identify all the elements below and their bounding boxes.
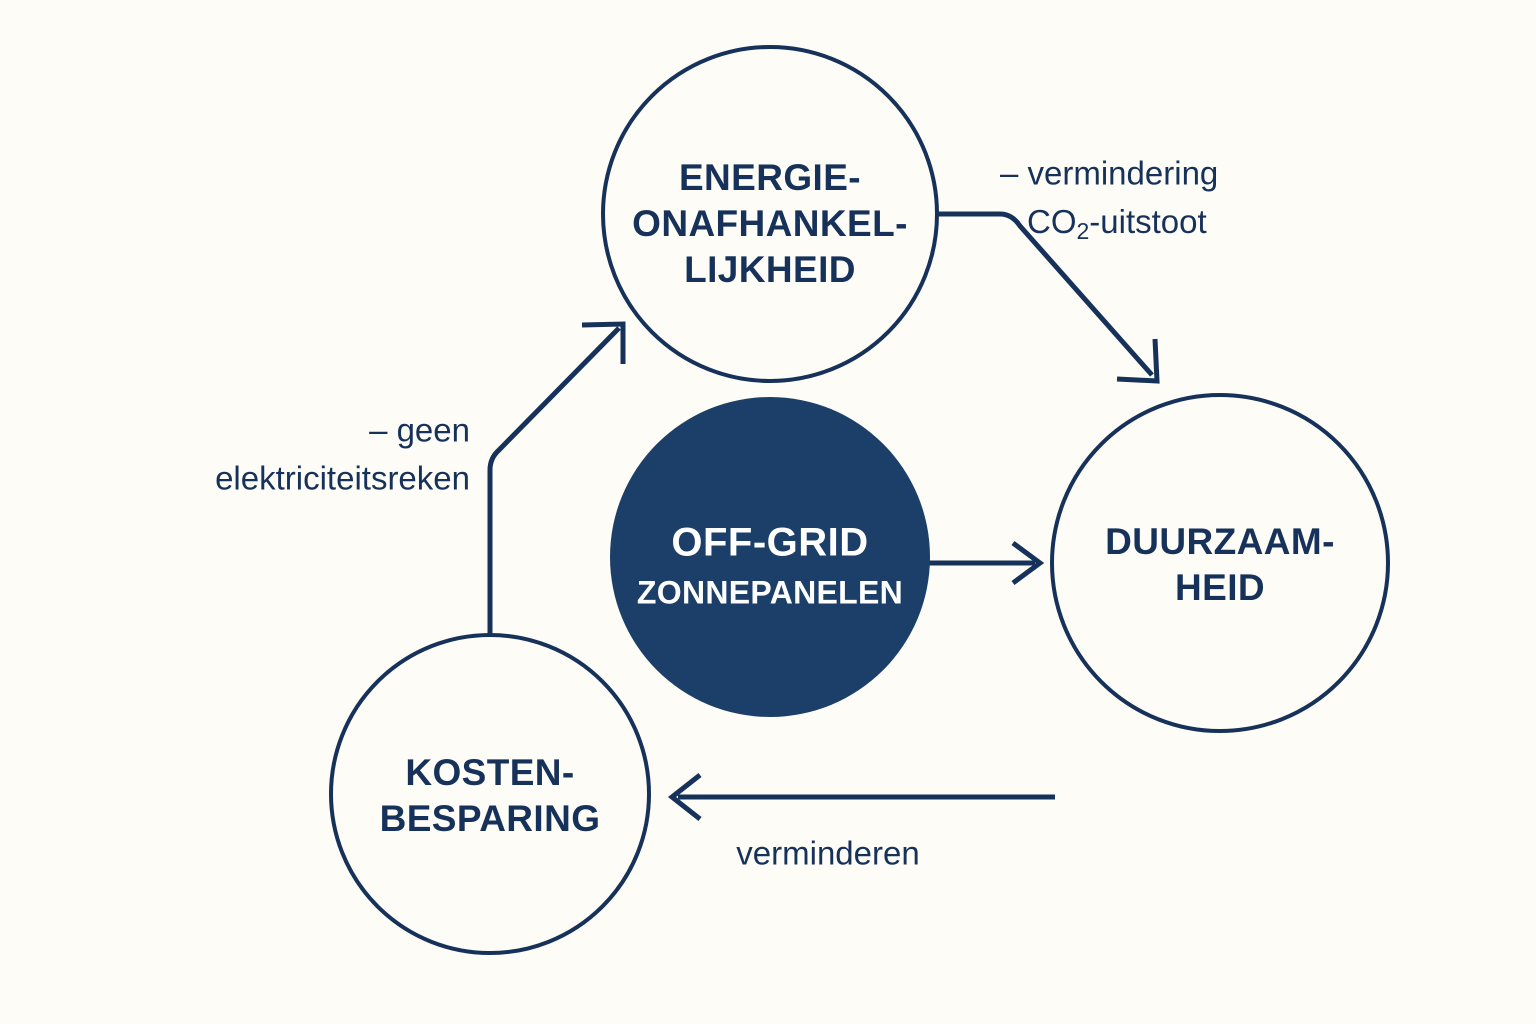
edge-label-co2-line1: – vermindering <box>1000 155 1218 192</box>
node-duurzaamheid[interactable]: DUURZAAM- HEID <box>1050 393 1390 733</box>
edge-energie-to-duurzaamheid <box>938 211 1160 384</box>
node-energie-line3: LIJKHEID <box>684 249 856 290</box>
edge-offgrid-to-duurzaamheid <box>928 540 1045 586</box>
edge-duurzaamheid-to-kostenbesparing <box>667 773 1055 821</box>
node-off-grid-zonnepanelen[interactable]: OFF-GRID ZONNEPANELEN <box>610 397 930 717</box>
node-kostenbesparing-line2: BESPARING <box>380 798 601 839</box>
edge-kostenbesparing-to-energie <box>487 321 626 637</box>
edge-label-co2-line2: CO2-uitstoot <box>1027 203 1207 244</box>
node-off-grid-line2: ZONNEPANELEN <box>637 574 903 610</box>
arrow-up-right-head-icon <box>581 321 626 364</box>
node-off-grid-line1: OFF-GRID <box>671 521 868 565</box>
node-kostenbesparing-circle[interactable] <box>329 633 651 955</box>
arrow-down-right-icon <box>938 211 1154 377</box>
node-energie-circle[interactable] <box>601 45 939 383</box>
edge-label-verminderen-line1: verminderen <box>736 835 919 872</box>
node-duurzaamheid-line1: DUURZAAM- <box>1105 521 1335 562</box>
edge-label-co2: – vermindering CO2-uitstoot <box>1000 155 1218 244</box>
node-duurzaamheid-circle[interactable] <box>1050 393 1390 733</box>
node-energie-line2: ONAFHANKEL- <box>632 203 908 244</box>
arrow-up-right-icon <box>487 326 621 637</box>
edge-label-co2-suffix: -uitstoot <box>1089 203 1206 240</box>
edge-label-co2-prefix: CO <box>1027 203 1077 240</box>
arrow-right-head-icon <box>1011 540 1045 586</box>
edge-label-elektriciteit-line2: elektriciteitsreken <box>215 460 470 497</box>
node-energie-line1: ENERGIE- <box>679 157 861 198</box>
edge-label-verminderen: verminderen <box>736 835 919 872</box>
node-kostenbesparing[interactable]: KOSTEN- BESPARING <box>329 633 651 955</box>
arrow-left-head-icon <box>667 773 702 821</box>
edge-label-elektriciteit-line1: – geen <box>369 412 470 449</box>
node-duurzaamheid-line2: HEID <box>1175 567 1265 608</box>
node-kostenbesparing-line1: KOSTEN- <box>405 752 574 793</box>
arrow-down-right-head-icon <box>1116 338 1160 384</box>
node-off-grid-circle[interactable] <box>610 397 930 717</box>
node-energie-onafhankelijkheid[interactable]: ENERGIE- ONAFHANKEL- LIJKHEID <box>601 45 939 383</box>
edge-label-elektriciteit: – geen elektriciteitsreken <box>215 412 470 497</box>
edge-label-co2-subscript: 2 <box>1077 218 1090 244</box>
